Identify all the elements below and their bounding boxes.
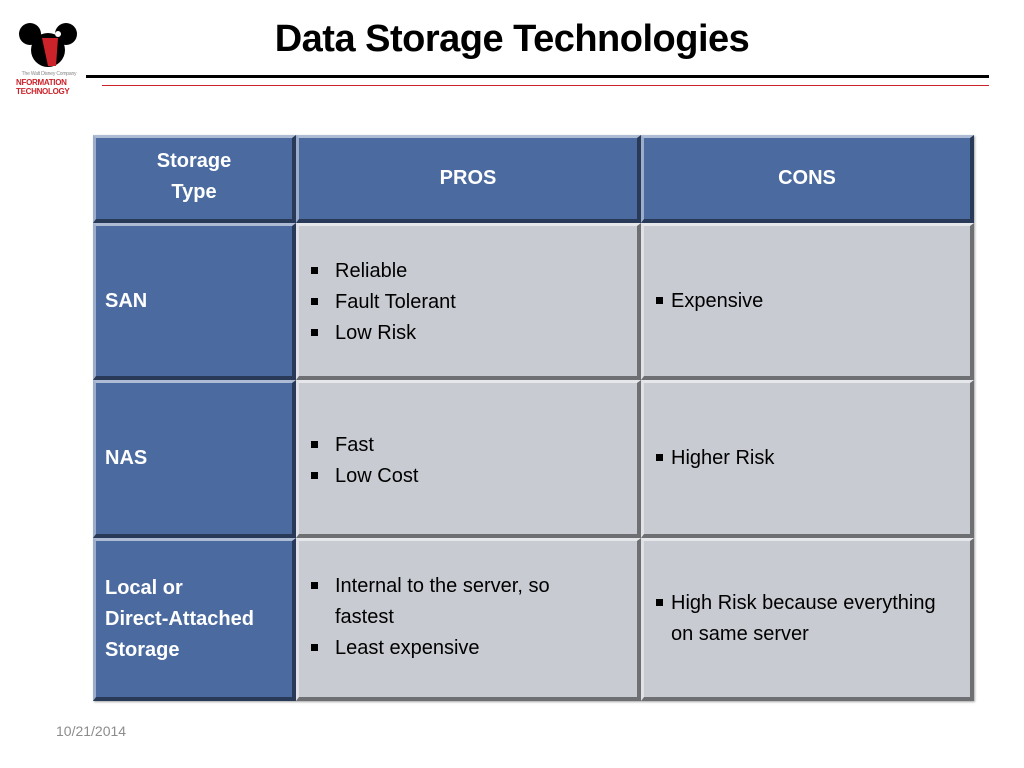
title-rule-black [86, 75, 989, 78]
header-storage-type-line1: Storage [156, 149, 232, 172]
cons-item: High Risk because everything on same ser… [654, 588, 954, 650]
pros-item: Internal to the server, so fastest [309, 571, 599, 633]
row-type-local-das: Local or Direct-Attached Storage [93, 538, 296, 701]
logo-tagline: The Walt Disney Company [21, 71, 77, 77]
header-cons: CONS [641, 135, 974, 223]
row-type-nas: NAS [93, 380, 296, 538]
comparison-table: Storage Type PROS CONS SAN Reliable Faul… [93, 135, 974, 701]
company-logo: The Walt Disney Company NFORMATION TECHN… [14, 20, 84, 98]
pros-item: Low Risk [309, 318, 456, 349]
row-type-san: SAN [93, 223, 296, 380]
pros-item: Reliable [309, 256, 456, 287]
cons-list: Expensive [654, 286, 763, 317]
cons-cell-san: Expensive [641, 223, 974, 380]
row-type-label: NAS [105, 447, 148, 469]
pros-item: Least expensive [309, 633, 599, 664]
slide-date: 10/21/2014 [56, 723, 127, 739]
header-pros-label: PROS [439, 167, 497, 189]
header-cons-label: CONS [778, 167, 836, 189]
cons-item: Higher Risk [654, 443, 774, 474]
header-storage-type-line2: Type [171, 180, 217, 203]
cons-item: Expensive [654, 286, 763, 317]
header-pros: PROS [296, 135, 641, 223]
cons-list: Higher Risk [654, 443, 774, 474]
cons-cell-local-das: High Risk because everything on same ser… [641, 538, 974, 701]
pros-item: Low Cost [309, 461, 418, 492]
row-type-label: SAN [105, 289, 148, 312]
header-storage-type: Storage Type [93, 135, 296, 223]
pros-list: Reliable Fault Tolerant Low Risk [309, 256, 456, 349]
slide-title: Data Storage Technologies [274, 18, 750, 60]
title-rule-red [102, 85, 989, 86]
cons-list: High Risk because everything on same ser… [654, 588, 954, 650]
pros-item: Fault Tolerant [309, 287, 456, 318]
row-type-label-line: Local or [105, 576, 183, 599]
logo-text-information: NFORMATION [16, 78, 67, 87]
pros-cell-nas: Fast Low Cost [296, 380, 641, 538]
pros-list: Internal to the server, so fastest Least… [309, 571, 599, 664]
pros-cell-local-das: Internal to the server, so fastest Least… [296, 538, 641, 701]
pros-cell-san: Reliable Fault Tolerant Low Risk [296, 223, 641, 380]
pros-item: Fast [309, 430, 418, 461]
mouse-ears-i-logo-icon [19, 23, 77, 67]
logo-text-technology: TECHNOLOGY [16, 87, 70, 96]
row-type-label-line: Storage [105, 638, 180, 661]
cons-cell-nas: Higher Risk [641, 380, 974, 538]
pros-list: Fast Low Cost [309, 430, 418, 492]
row-type-label-line: Direct-Attached [105, 607, 254, 630]
